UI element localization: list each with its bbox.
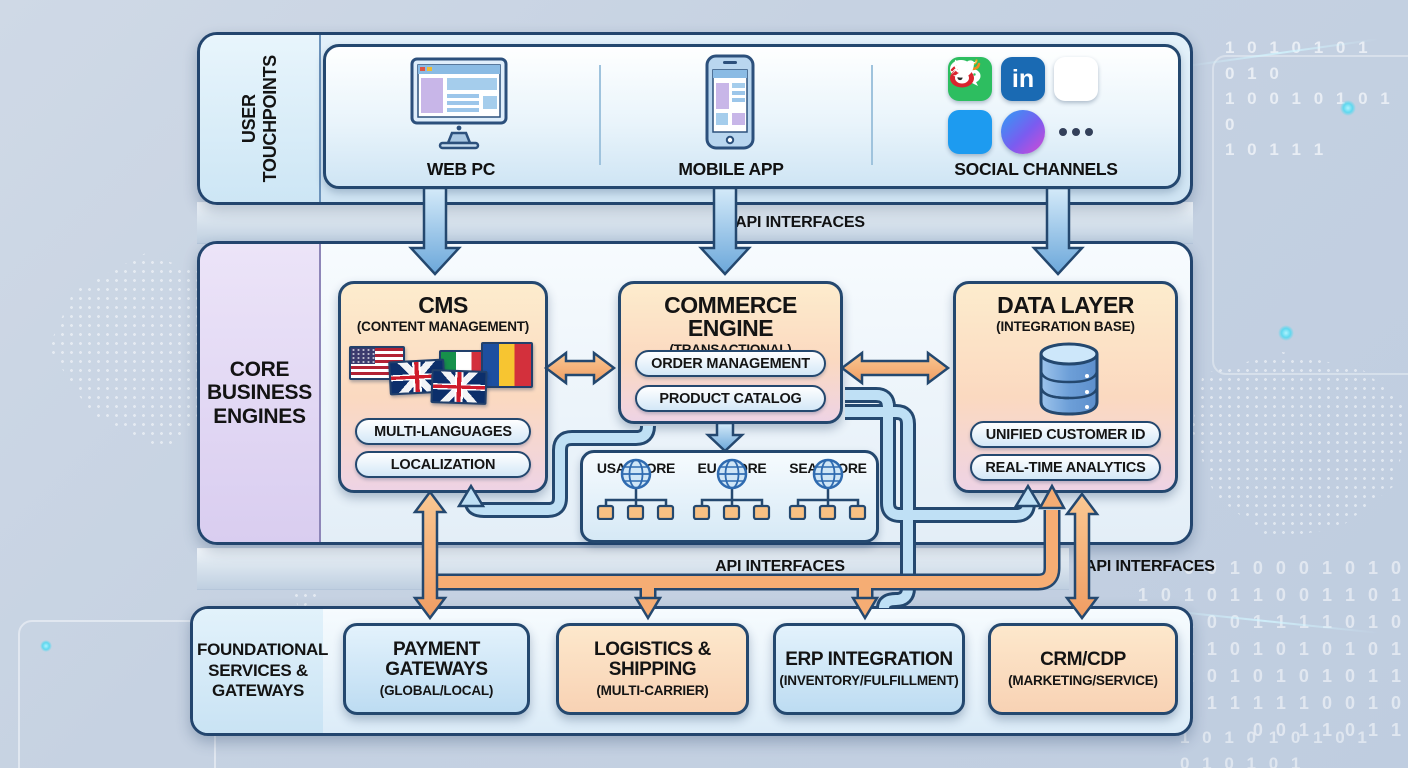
foundation-strip: FOUNDATIONAL SERVICES & GATEWAYS — [193, 609, 329, 733]
smartphone-icon — [705, 54, 755, 150]
more-dots-icon — [1054, 110, 1098, 154]
pill-label: LOCALIZATION — [390, 456, 496, 473]
touchpoints-inner-panel: WEB PC MOBILE APP — [323, 44, 1181, 189]
linkedin-icon: in — [1001, 57, 1045, 101]
linkedin-glyph: in — [1011, 64, 1035, 93]
api-band-top — [197, 202, 1193, 244]
twitter-icon — [948, 59, 992, 154]
commerce-pill-order-management: ORDER MANAGEMENT — [635, 350, 826, 377]
database-icon — [1039, 342, 1099, 416]
glow-dot — [1340, 100, 1356, 116]
decor-frame — [1212, 55, 1408, 375]
commerce-title: COMMERCE ENGINE — [664, 292, 797, 341]
cms-pill-multilanguages: MULTI-LANGUAGES — [355, 418, 531, 445]
core-strip: CORE BUSINESS ENGINES — [200, 244, 321, 542]
crm-cdp-box: CRM/CDP (MARKETING/SERVICE) — [988, 623, 1178, 715]
erp-integration-box: ERP INTEGRATION (INVENTORY/FULFILLMENT) — [773, 623, 965, 715]
data-pill-unified-customer-id: UNIFIED CUSTOMER ID — [970, 421, 1161, 448]
cms-box: CMS (CONTENT MANAGEMENT) MULTI-LANGUAGES… — [338, 281, 548, 493]
usa-store: USA STORE — [588, 458, 684, 520]
messenger-icon — [951, 64, 1045, 154]
data-pill-realtime-analytics: REAL-TIME ANALYTICS — [970, 454, 1161, 481]
binary-decor: 1 0 1 0 1 0 1 0 1 0 1 0 1 0 1 — [1180, 728, 1371, 768]
commerce-pill-product-catalog: PRODUCT CATALOG — [635, 385, 826, 412]
api-right-label: API INTERFACES — [1085, 558, 1215, 575]
pill-label: ORDER MANAGEMENT — [651, 355, 810, 372]
weibo-icon — [950, 57, 1098, 101]
column-divider — [871, 65, 873, 165]
pill-label: UNIFIED CUSTOMER ID — [985, 426, 1146, 443]
foundational-services-section: FOUNDATIONAL SERVICES & GATEWAYS PAYMENT… — [190, 606, 1193, 736]
api-band-top-label: API INTERFACES — [735, 214, 865, 231]
data-layer-title: DATA LAYER — [997, 292, 1134, 318]
payment-subtitle: (GLOBAL/LOCAL) — [379, 682, 494, 698]
cms-subtitle: (CONTENT MANAGEMENT) — [356, 319, 530, 334]
crm-title: CRM/CDP — [1040, 649, 1126, 671]
cms-pill-localization: LOCALIZATION — [355, 451, 531, 478]
binary-decor: 1 0 1 0 1 0 1 0 1 0 1 0 0 1 0 1 0 1 0 1 … — [1225, 38, 1394, 159]
globe-store-icon — [596, 458, 675, 520]
data-layer-subtitle: (INTEGRATION BASE) — [996, 319, 1135, 334]
mobileapp-label: MOBILE APP — [678, 159, 784, 179]
language-flags-icon — [347, 340, 539, 405]
eu-store: EU STORE — [684, 458, 780, 520]
user-touchpoints-strip: USER TOUCHPOINTS — [200, 35, 321, 202]
pill-label: REAL-TIME ANALYTICS — [985, 459, 1146, 476]
glow-dot — [40, 640, 52, 652]
decor-frame — [18, 620, 216, 768]
logistics-subtitle: (MULTI-CARRIER) — [596, 682, 709, 698]
core-business-engines-section: CORE BUSINESS ENGINES CMS (CONTENT MANAG… — [197, 241, 1193, 545]
erp-title: ERP INTEGRATION — [785, 649, 953, 671]
logistics-title: LOGISTICS & SHIPPING — [594, 639, 711, 680]
social-label: SOCIAL CHANNELS — [954, 159, 1118, 179]
sea-store: SEA STORE — [780, 458, 876, 520]
globe-store-icon — [788, 458, 867, 520]
commerce-engine-box: COMMERCE ENGINE (TRANSACTIONAL) ORDER MA… — [618, 281, 843, 424]
cms-title: CMS — [418, 292, 468, 318]
column-divider — [599, 65, 601, 165]
user-touchpoints-label: USER TOUCHPOINTS — [238, 54, 280, 183]
glow-dot — [1278, 325, 1294, 341]
api-band-bottom-label: API INTERFACES — [715, 558, 845, 575]
webpc-label: WEB PC — [426, 159, 496, 179]
foundation-strip-label: FOUNDATIONAL SERVICES & GATEWAYS — [197, 640, 329, 701]
erp-subtitle: (INVENTORY/FULFILLMENT) — [779, 672, 959, 688]
globe-store-icon — [692, 458, 771, 520]
pill-label: MULTI-LANGUAGES — [374, 423, 512, 440]
logistics-shipping-box: LOGISTICS & SHIPPING (MULTI-CARRIER) — [556, 623, 749, 715]
desktop-monitor-icon — [410, 57, 508, 150]
crm-subtitle: (MARKETING/SERVICE) — [1008, 672, 1158, 688]
core-strip-label: CORE BUSINESS ENGINES — [207, 358, 312, 428]
pill-label: PRODUCT CATALOG — [659, 390, 802, 407]
user-touchpoints-section: USER TOUCHPOINTS WEB PC — [197, 32, 1193, 205]
payment-gateways-box: PAYMENT GATEWAYS (GLOBAL/LOCAL) — [343, 623, 530, 715]
stores-panel: USA STORE EU STORE — [580, 450, 879, 543]
payment-title: PAYMENT GATEWAYS — [385, 639, 488, 680]
data-layer-box: DATA LAYER (INTEGRATION BASE) UNIFIED CU… — [953, 281, 1178, 493]
